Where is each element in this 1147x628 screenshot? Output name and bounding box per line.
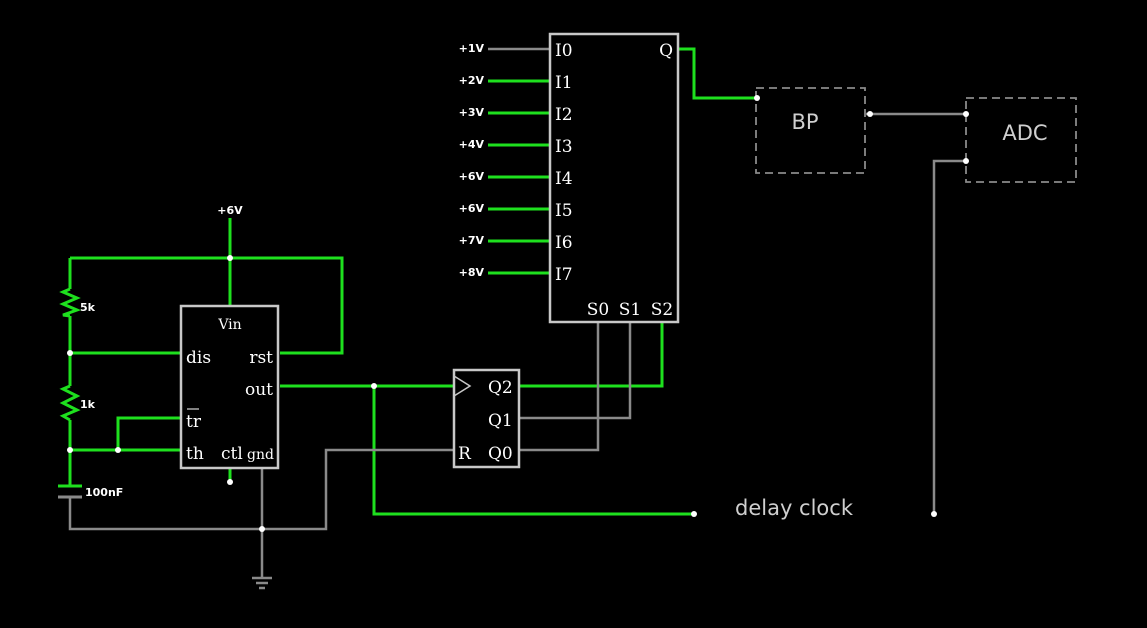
resistor-1k (59, 384, 81, 422)
mux-box (548, 32, 680, 324)
ground-symbol (252, 576, 272, 590)
timer-pin-out: out (245, 380, 273, 400)
adc-label: ADC (1002, 121, 1047, 145)
counter-pin-q0: Q0 (488, 444, 513, 464)
mux-pin-i2: I2 (555, 105, 573, 125)
counter-pin-q1: Q1 (488, 411, 513, 431)
mux-pin-i5: I5 (555, 201, 573, 221)
capacitor-label: 100nF (85, 486, 123, 499)
bandpass-label: BP (791, 110, 818, 134)
mux-pin-i4: I4 (555, 169, 573, 189)
mux-input-voltage-1: +2V (459, 74, 485, 87)
capacitor-100nf (58, 484, 82, 499)
bandpass-box (755, 87, 866, 174)
mux-pin-s1: S1 (619, 300, 641, 320)
mux-pin-i7: I7 (555, 265, 573, 285)
mux-pin-i6: I6 (555, 233, 573, 253)
mux-input-voltage-4: +6V (459, 170, 485, 183)
timer-pin-th: th (186, 444, 204, 464)
mux-pin-s0: S0 (587, 300, 609, 320)
timer-pin-gnd: gnd (247, 447, 274, 463)
timer-pin-tr: tr (186, 412, 202, 432)
timer-pin-ctl: ctl (221, 444, 243, 464)
mux-pin-q: Q (659, 41, 673, 61)
timer-pin-vin: Vin (217, 317, 241, 333)
counter-pin-q2: Q2 (488, 378, 513, 398)
timer-555-box (179, 304, 280, 470)
mux-input-voltage-3: +4V (459, 138, 485, 151)
mux-pin-i3: I3 (555, 137, 573, 157)
mux-pin-s2: S2 (651, 300, 673, 320)
mux-input-voltage-7: +8V (459, 266, 485, 279)
resistor-1k-label: 1k (80, 398, 96, 411)
green-wires (68, 47, 757, 516)
timer-pin-rst: rst (249, 348, 273, 368)
counter-pin-r: R (458, 444, 472, 464)
counter-box (452, 368, 521, 469)
junction-nodes (67, 95, 969, 532)
mux-input-voltage-6: +7V (459, 234, 485, 247)
supply-label: +6V (217, 204, 243, 217)
mux-input-voltage-5: +6V (459, 202, 485, 215)
resistor-5k (59, 287, 82, 318)
mux-input-voltage-2: +3V (459, 106, 485, 119)
mux-pin-i0: I0 (555, 41, 573, 61)
grey-wires (68, 47, 966, 578)
mux-pin-i1: I1 (555, 73, 573, 93)
timer-pin-dis: dis (186, 348, 211, 368)
mux-input-voltage-0: +1V (459, 42, 485, 55)
counter-clock-marker (453, 375, 472, 397)
resistor-5k-label: 5k (80, 301, 96, 314)
delay-clock-label: delay clock (735, 496, 854, 520)
adc-box (965, 97, 1077, 183)
